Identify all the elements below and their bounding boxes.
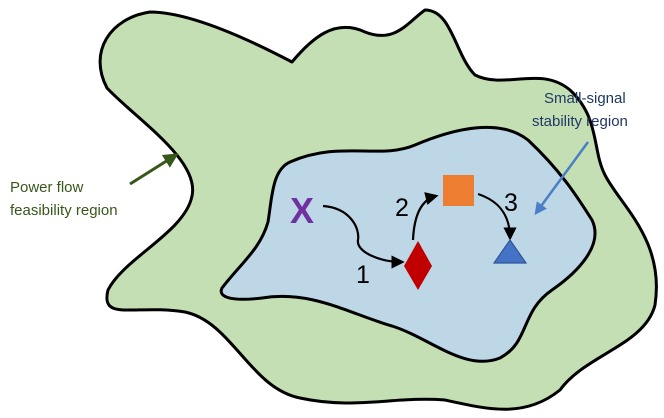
small-signal-label-line-2: stability region	[532, 113, 628, 130]
small-signal-pointer-arrow	[534, 141, 590, 216]
small-signal-stability-region	[219, 125, 597, 363]
trajectory-arrow-2	[411, 192, 439, 241]
blue-triangle-marker	[492, 238, 528, 264]
power-flow-label-line-1: Power flow	[10, 179, 84, 196]
power-flow-pointer-arrow	[129, 153, 179, 186]
start-x-marker: X	[290, 190, 314, 231]
step-number-2: 2	[395, 194, 409, 222]
step-number-3: 3	[504, 189, 518, 217]
trajectory-arrow-3	[477, 192, 517, 241]
small-signal-label-line-1: Small-signal	[544, 90, 626, 107]
orange-square-marker	[443, 175, 474, 206]
red-diamond-marker	[404, 241, 432, 290]
trajectory-arrow-1	[322, 204, 405, 269]
small-signal-label: Small-signal stability region	[532, 90, 630, 130]
power-flow-label-line-2: feasibility region	[10, 202, 118, 219]
step-number-1: 1	[356, 261, 370, 289]
power-flow-label: Power flow feasibility region	[10, 179, 118, 219]
